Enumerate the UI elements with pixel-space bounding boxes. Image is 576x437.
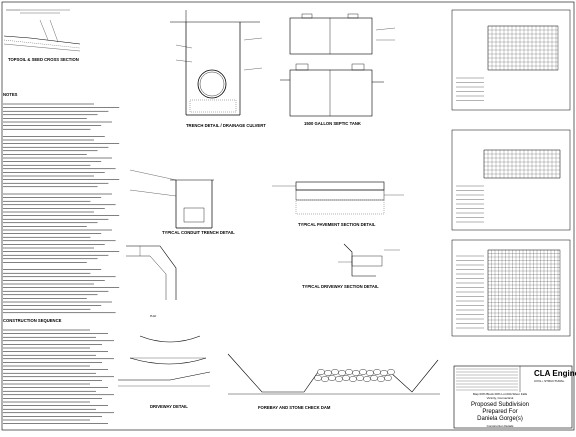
topsoil-seed-section: TOPSOIL & SEED CROSS SECTION — [3, 9, 81, 62]
prepared-for-label: Prepared For — [482, 409, 517, 415]
project-line-2: Vicinity, Connecticut — [487, 396, 514, 400]
conduit-trench-detail: TYPICAL CONDUIT TRENCH DETAIL — [129, 169, 235, 235]
right-grid-panels — [451, 9, 571, 337]
pavement-title: TYPICAL PAVEMENT SECTION DETAIL — [298, 222, 376, 227]
pavement-section-detail: TYPICAL PAVEMENT SECTION DETAIL — [272, 181, 404, 227]
notes-heading: NOTES — [3, 92, 18, 97]
conduit-title: TYPICAL CONDUIT TRENCH DETAIL — [162, 230, 235, 235]
project-title: Proposed Subdivision — [471, 402, 529, 408]
firm-subtitle: CIVIL • STRUCTURAL — [534, 379, 565, 383]
trench-drain-detail: TRENCH DETAIL / DRAINAGE CULVERT — [170, 10, 266, 128]
driveway-plan-detail: PLAN DRIVEWAY DETAIL — [118, 245, 211, 409]
drawing-title: Construction Details — [487, 424, 514, 428]
driveway-title: DRIVEWAY DETAIL — [150, 404, 188, 409]
forebay-check-dam-detail: FOREBAY AND STONE CHECK DAM — [227, 353, 440, 410]
project-line: Map 00% Block 00% Lot 00A Silver Falls — [473, 392, 528, 396]
driveway-section-title: TYPICAL DRIVEWAY SECTION DETAIL — [302, 284, 379, 289]
trench-title: TRENCH DETAIL / DRAINAGE CULVERT — [186, 123, 266, 128]
septic-tank-detail: 1500 GALLON SEPTIC TANK — [280, 13, 396, 126]
septic-title: 1500 GALLON SEPTIC TANK — [304, 121, 361, 126]
notes-column: NOTES CONSTRUCTION SEQUENCE — [3, 92, 120, 424]
plan-label: PLAN — [150, 315, 157, 318]
client-name: Daniela Gorge(s) — [477, 416, 523, 422]
title-block: CLA Engineers CIVIL • STRUCTURAL Map 00%… — [453, 365, 576, 429]
driveway-section-detail: TYPICAL DRIVEWAY SECTION DETAIL — [302, 243, 400, 289]
forebay-title: FOREBAY AND STONE CHECK DAM — [258, 405, 331, 410]
topsoil-title: TOPSOIL & SEED CROSS SECTION — [8, 57, 79, 62]
firm-name: CLA Engineers — [534, 369, 576, 378]
sequence-heading: CONSTRUCTION SEQUENCE — [3, 318, 62, 323]
